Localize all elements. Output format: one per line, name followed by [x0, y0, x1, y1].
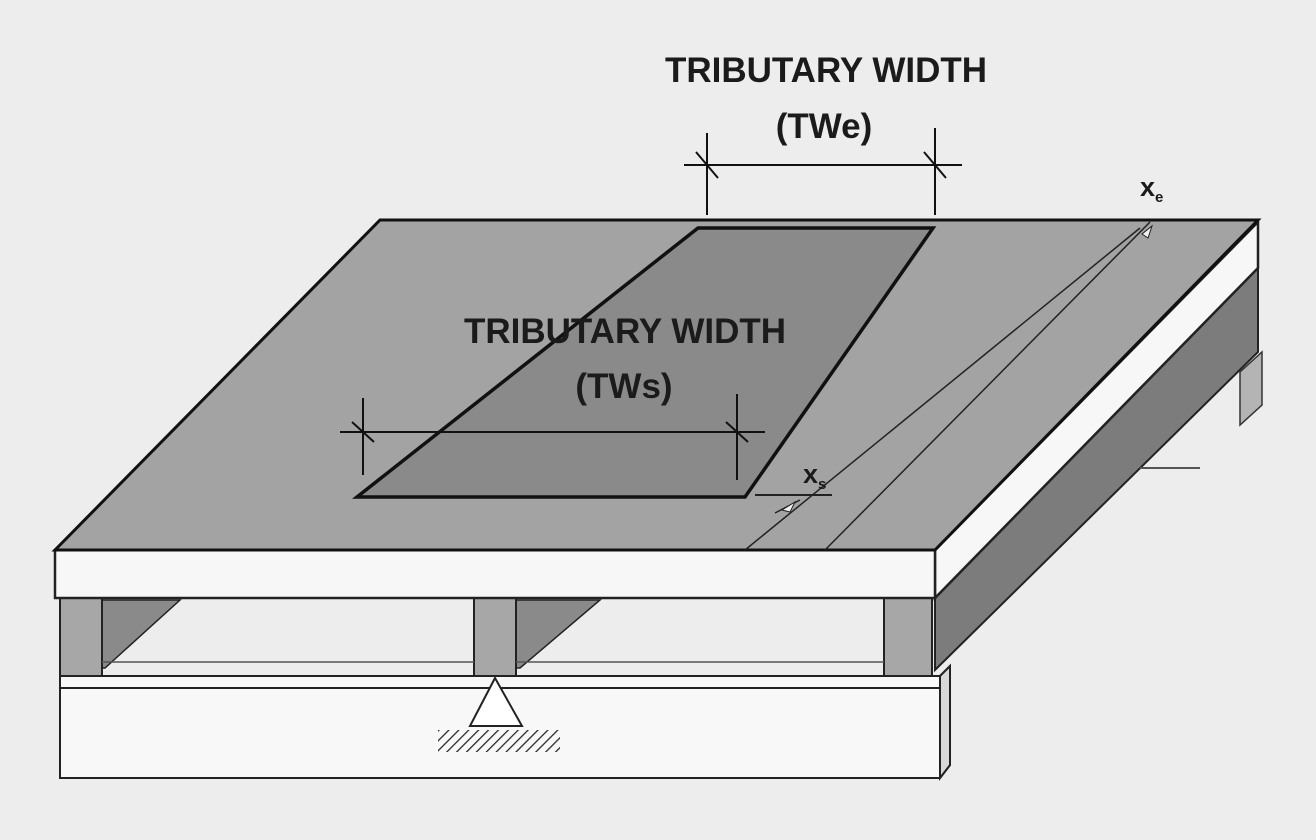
twe-dimension — [684, 128, 962, 215]
xs-label-sub: s — [818, 476, 826, 493]
xs-dimension — [755, 494, 832, 514]
twe-title-label: TRIBUTARY WIDTH — [665, 51, 987, 90]
xs-label-main: x — [803, 459, 818, 489]
xe-label: xe — [1140, 172, 1163, 206]
girder-left — [59, 597, 103, 677]
pin-support-icon — [438, 675, 560, 752]
tws-abbr-label: (TWs) — [575, 367, 672, 406]
girder-middle — [473, 597, 517, 677]
twe-abbr-label: (TWe) — [776, 107, 873, 146]
slab-front-edge — [53, 548, 937, 600]
tws-dimension — [340, 394, 765, 480]
xs-label: xs — [803, 459, 826, 493]
edge-strip-lines — [744, 221, 1154, 551]
tws-title-label: TRIBUTARY WIDTH — [464, 312, 786, 351]
xe-label-main: x — [1140, 172, 1155, 202]
girder-beams — [59, 597, 933, 677]
tributary-area-tws — [351, 226, 937, 499]
girder-right — [883, 597, 933, 677]
xe-label-sub: e — [1155, 189, 1163, 206]
